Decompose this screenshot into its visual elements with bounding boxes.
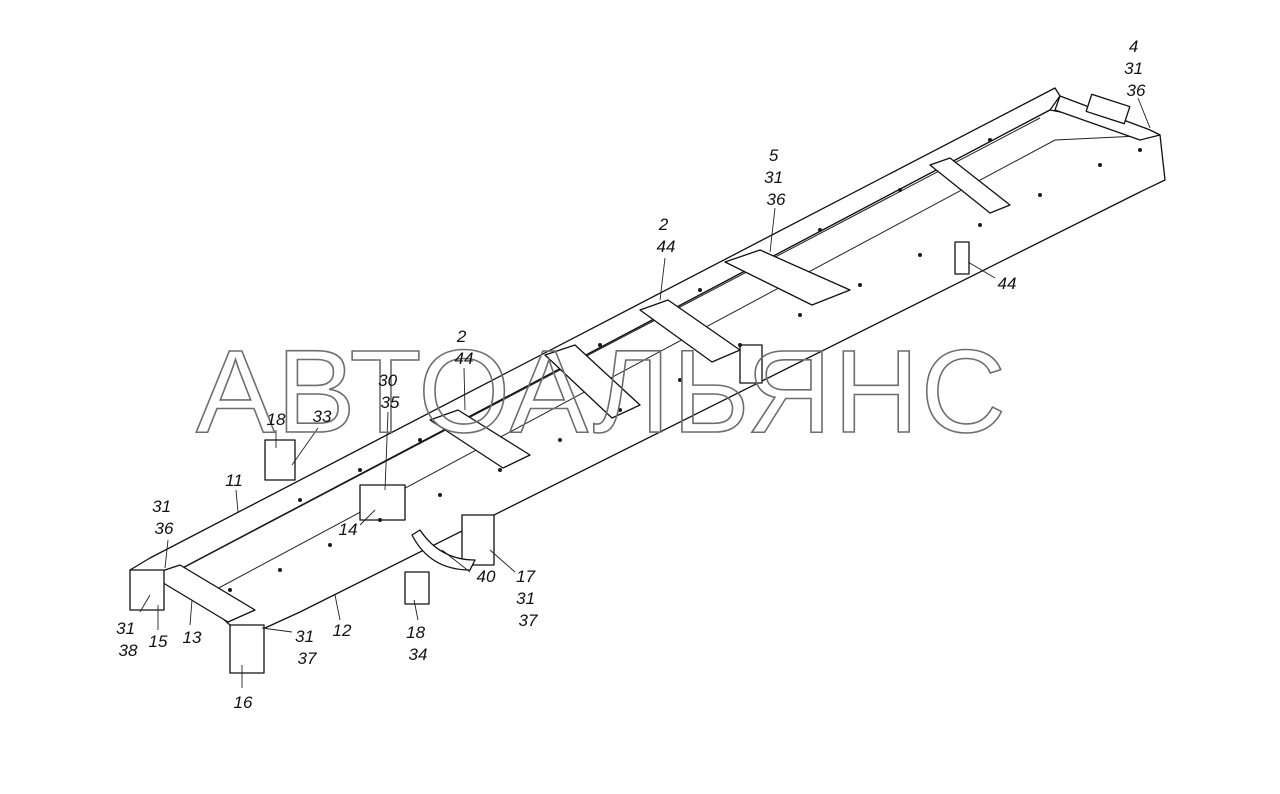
callout-labels: 4 31 36 5 31 36 2 44 44 2 44 30 35 18 33 (116, 37, 1148, 712)
bracket-14 (359, 484, 406, 521)
bracket-17 (461, 514, 495, 566)
callout-5-31-36: 5 31 36 (764, 146, 788, 209)
cross-member-2b (544, 344, 641, 419)
left-rail-flange (159, 117, 1041, 581)
callout-18-34: 18 34 (406, 623, 430, 664)
cross-member-front (429, 409, 531, 469)
callout-14: 14 (339, 520, 358, 539)
cross-member-rear (929, 157, 1011, 214)
brackets (129, 241, 970, 674)
bracket-18-bottom (404, 571, 430, 605)
callout-11: 11 (225, 471, 243, 490)
callout-44: 44 (998, 274, 1017, 293)
callout-31-36: 31 36 (152, 497, 176, 538)
callout-33: 33 (313, 407, 332, 426)
callout-2-44-front: 2 44 (455, 327, 474, 368)
frame-plate-center (739, 344, 763, 384)
cross-members (149, 157, 1011, 623)
callout-15: 15 (149, 632, 168, 651)
callout-17-31-37: 17 31 37 (516, 567, 540, 630)
callout-31-38: 31 38 (116, 619, 140, 660)
part-40 (411, 529, 476, 571)
callout-31-37: 31 37 (295, 627, 319, 668)
rear-mount-plate (1085, 93, 1131, 125)
watermark-text: АВТОАЛЬЯНС (196, 326, 1008, 458)
bracket-16 (229, 624, 265, 674)
callout-4-31-36: 4 31 36 (1124, 37, 1148, 100)
bracket-15 (129, 569, 165, 611)
callout-2-44-rear: 2 44 (657, 215, 676, 256)
callout-13: 13 (183, 628, 202, 647)
frame-drawing (129, 87, 1166, 688)
callout-30-35: 30 35 (378, 371, 402, 412)
bracket-44 (954, 241, 970, 275)
callout-16: 16 (234, 693, 253, 712)
callout-40: 40 (477, 567, 496, 586)
cross-member-bumper (149, 564, 256, 623)
cross-member-5 (724, 249, 851, 306)
leader-lines (139, 97, 1151, 688)
callout-12: 12 (333, 621, 352, 640)
rivet-holes (228, 138, 1142, 592)
callout-18-top: 18 (267, 410, 286, 429)
bracket-18-top (264, 439, 296, 481)
